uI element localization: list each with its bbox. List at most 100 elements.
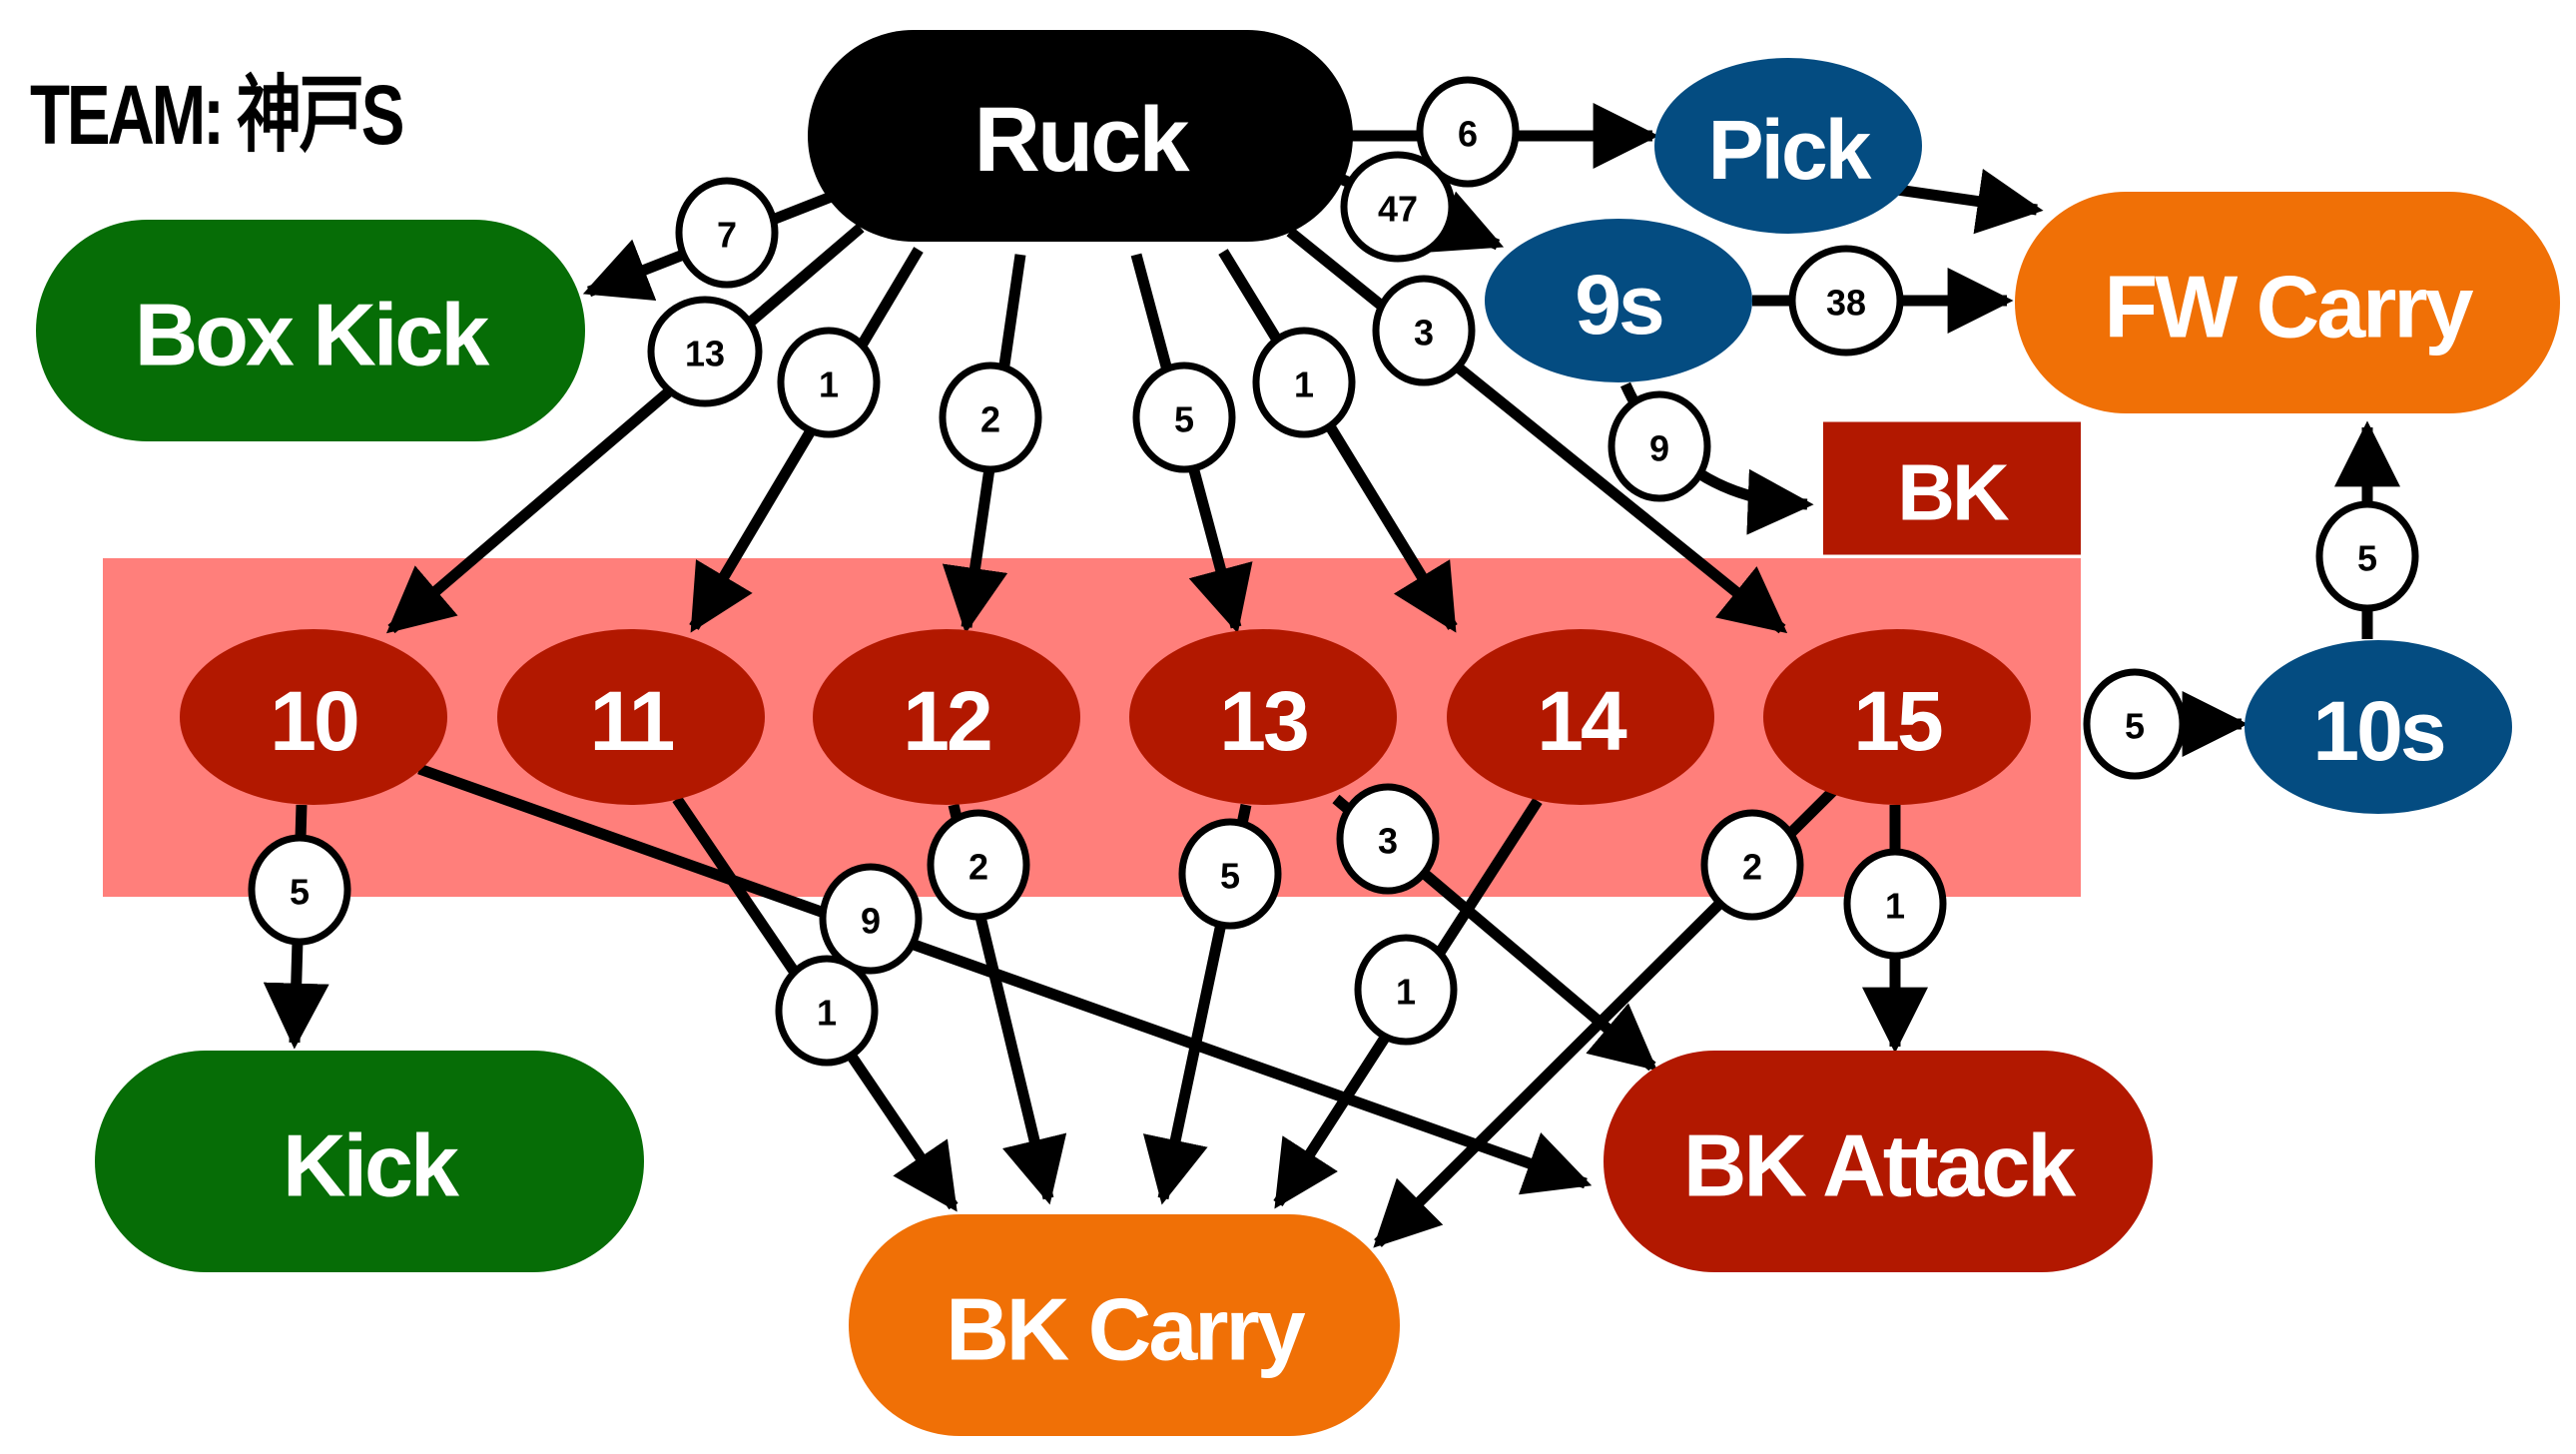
edge-count-label: 1 xyxy=(1294,364,1314,405)
node-label: Ruck xyxy=(974,89,1191,191)
node-shape xyxy=(1447,629,1714,805)
badge-circle xyxy=(939,362,1042,473)
node-box-kick[interactable]: Box Kick xyxy=(36,220,585,441)
node-fw-carry[interactable]: FW Carry xyxy=(2015,192,2560,413)
badge-circle xyxy=(2083,668,2187,780)
edge-count-label: 2 xyxy=(968,847,988,888)
edge-count-label: 5 xyxy=(290,872,310,913)
team-title: TEAM: 神戸S xyxy=(30,68,404,162)
edge-count-label: 5 xyxy=(2357,538,2377,579)
edge-count-badge: 6 xyxy=(1416,76,1520,188)
badge-circle xyxy=(1178,818,1282,930)
node-shape xyxy=(808,30,1353,242)
edge-count-badge: 5 xyxy=(2083,668,2187,780)
edge-count-label: 1 xyxy=(1885,886,1905,927)
badge-circle xyxy=(1788,245,1904,357)
edge-count-label: 5 xyxy=(1220,856,1240,897)
node-p10[interactable]: 10 xyxy=(180,629,447,805)
edge-ruck-to-p11 xyxy=(689,247,924,633)
badge-circle xyxy=(248,834,351,946)
edge-count-label: 1 xyxy=(1396,972,1416,1013)
badge-circle xyxy=(775,955,879,1067)
edge-count-badge: 3 xyxy=(1372,275,1476,386)
edge-count-badge: 2 xyxy=(939,362,1042,473)
node-p12[interactable]: 12 xyxy=(813,629,1080,805)
node-label: 15 xyxy=(1853,674,1942,768)
badge-circle xyxy=(927,809,1030,921)
edge-ruck-to-p14 xyxy=(1218,249,1458,633)
edge-count-badge: 2 xyxy=(1700,809,1804,921)
edge-count-label: 5 xyxy=(2125,706,2145,747)
badge-circle xyxy=(1608,390,1711,502)
node-label: 14 xyxy=(1537,674,1627,768)
badge-circle xyxy=(1416,76,1520,188)
node-bk-carry[interactable]: BK Carry xyxy=(849,1214,1400,1436)
edge-count-badge: 47 xyxy=(1340,151,1456,263)
node-shape xyxy=(95,1051,644,1272)
node-shape xyxy=(1654,58,1922,234)
edge-count-label: 2 xyxy=(980,399,1000,440)
node-label: Kick xyxy=(283,1116,460,1215)
node-ruck[interactable]: Ruck xyxy=(808,30,1353,242)
badge-circle xyxy=(1132,362,1236,473)
node-bk[interactable]: BK xyxy=(1823,421,2081,555)
edge-count-badge: 5 xyxy=(1132,362,1236,473)
edge-count-label: 9 xyxy=(861,901,881,942)
node-label: BK xyxy=(1897,448,2010,537)
node-kick[interactable]: Kick xyxy=(95,1051,644,1272)
node-label: 11 xyxy=(590,674,674,768)
edge-count-badge: 1 xyxy=(1843,848,1947,960)
node-p13[interactable]: 13 xyxy=(1129,629,1397,805)
node-shape xyxy=(2245,640,2512,814)
edge-count-badge: 5 xyxy=(248,834,351,946)
node-shape xyxy=(180,629,447,805)
edge-count-label: 38 xyxy=(1826,283,1866,324)
edge-count-label: 1 xyxy=(819,364,839,405)
node-label: 13 xyxy=(1219,674,1307,768)
node-p11[interactable]: 11 xyxy=(497,629,765,805)
edge-count-badge: 1 xyxy=(775,955,879,1067)
edge-count-badge: 5 xyxy=(1178,818,1282,930)
edge-count-label: 1 xyxy=(817,993,837,1034)
edge-count-label: 3 xyxy=(1414,313,1434,354)
edge-pick-to-fw_carry xyxy=(1896,168,2044,235)
node-p15[interactable]: 15 xyxy=(1763,629,2031,805)
node-p14[interactable]: 14 xyxy=(1447,629,1714,805)
node-ten-s[interactable]: 10s xyxy=(2245,640,2512,814)
edge-count-badge: 2 xyxy=(927,809,1030,921)
node-shape xyxy=(497,629,765,805)
edge-count-label: 5 xyxy=(1174,399,1194,440)
edge-count-label: 47 xyxy=(1378,189,1418,230)
node-shape xyxy=(1763,629,2031,805)
edge-count-label: 9 xyxy=(1649,428,1669,469)
node-shape xyxy=(813,629,1080,805)
node-shape xyxy=(1604,1051,2153,1272)
edge-count-badge: 9 xyxy=(1608,390,1711,502)
badge-circle xyxy=(1340,151,1456,263)
edge-count-label: 3 xyxy=(1378,821,1398,862)
node-label: FW Carry xyxy=(2104,258,2473,357)
node-label: BK Carry xyxy=(946,1280,1306,1379)
badge-circle xyxy=(1843,848,1947,960)
edge-count-badge: 7 xyxy=(675,177,779,289)
edge-ruck-to-p10 xyxy=(385,223,865,634)
edge-count-label: 13 xyxy=(685,334,725,374)
node-label: 12 xyxy=(903,674,990,768)
node-pick[interactable]: Pick xyxy=(1654,58,1922,234)
edge-count-badge: 5 xyxy=(2315,500,2419,612)
edges-layer xyxy=(263,103,2400,1248)
node-label: 10s xyxy=(2312,684,2443,778)
badge-circle xyxy=(2315,500,2419,612)
node-label: Box Kick xyxy=(135,286,491,384)
edge-ruck-to-p15 xyxy=(1286,227,1788,634)
node-bk-attack[interactable]: BK Attack xyxy=(1604,1051,2153,1272)
node-label: 9s xyxy=(1575,258,1662,352)
node-nine-s[interactable]: 9s xyxy=(1485,219,1752,382)
badge-circle xyxy=(1700,809,1804,921)
badge-circle xyxy=(1252,327,1356,438)
edge-count-badge: 1 xyxy=(777,327,881,438)
